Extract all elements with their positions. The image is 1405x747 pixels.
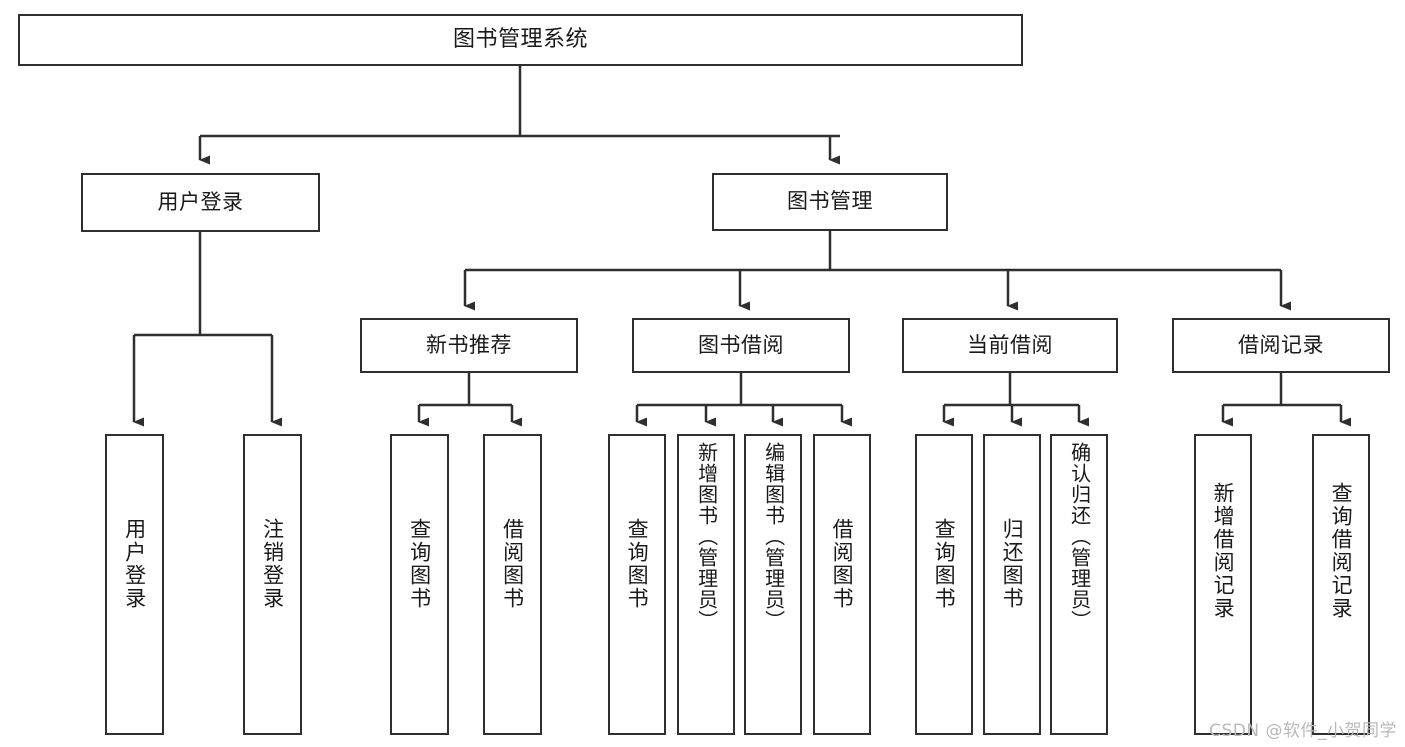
- node-label: 新增借阅记录: [1211, 482, 1236, 620]
- leaf-confirm-return-admin[interactable]: 确认归还（管理员）: [1050, 434, 1108, 735]
- node-label: 注销登录: [260, 518, 285, 610]
- node-label: 编辑图书（管理员）: [761, 442, 786, 631]
- node-label: 归还图书: [1000, 518, 1025, 610]
- node-label: 借阅图书: [500, 518, 525, 610]
- leaf-borrow-book-1[interactable]: 借阅图书: [483, 434, 542, 735]
- node-label: 图书管理: [787, 189, 873, 214]
- leaf-borrow-book-2[interactable]: 借阅图书: [813, 434, 871, 735]
- node-book-borrow[interactable]: 图书借阅: [632, 318, 850, 373]
- node-label: 新增图书（管理员）: [694, 442, 719, 631]
- leaf-query-borrow-record[interactable]: 查询借阅记录: [1312, 434, 1370, 735]
- node-label: 图书借阅: [698, 332, 784, 357]
- node-label: 查询图书: [625, 518, 650, 610]
- leaf-logout-login[interactable]: 注销登录: [243, 434, 302, 735]
- node-root-system[interactable]: 图书管理系统: [18, 14, 1023, 66]
- leaf-add-book-admin[interactable]: 新增图书（管理员）: [677, 434, 735, 735]
- leaf-query-book-1[interactable]: 查询图书: [390, 434, 449, 735]
- node-book-manage[interactable]: 图书管理: [712, 173, 948, 231]
- node-label: 新书推荐: [426, 332, 512, 357]
- node-borrow-record[interactable]: 借阅记录: [1172, 318, 1390, 373]
- leaf-query-book-2[interactable]: 查询图书: [608, 434, 666, 735]
- node-label: 借阅图书: [830, 518, 855, 610]
- node-label: 查询图书: [407, 518, 432, 610]
- node-user-login[interactable]: 用户登录: [81, 173, 320, 232]
- leaf-edit-book-admin[interactable]: 编辑图书（管理员）: [744, 434, 802, 735]
- leaf-return-book[interactable]: 归还图书: [983, 434, 1041, 735]
- leaf-user-login[interactable]: 用户登录: [105, 434, 164, 735]
- leaf-query-book-3[interactable]: 查询图书: [915, 434, 973, 735]
- node-label: 查询图书: [932, 518, 957, 610]
- node-current-borrow[interactable]: 当前借阅: [902, 318, 1118, 373]
- leaf-add-borrow-record[interactable]: 新增借阅记录: [1194, 434, 1252, 735]
- node-label: 查询借阅记录: [1329, 482, 1354, 620]
- watermark: CSDN @软件_小贺同学: [1209, 721, 1397, 741]
- node-label: 用户登录: [157, 189, 244, 214]
- node-new-book-recommend[interactable]: 新书推荐: [360, 318, 578, 373]
- node-label: 当前借阅: [967, 332, 1053, 357]
- node-label: 确认归还（管理员）: [1067, 442, 1092, 631]
- node-label: 借阅记录: [1238, 332, 1324, 357]
- node-label: 用户登录: [122, 518, 147, 610]
- node-label: 图书管理系统: [452, 26, 588, 52]
